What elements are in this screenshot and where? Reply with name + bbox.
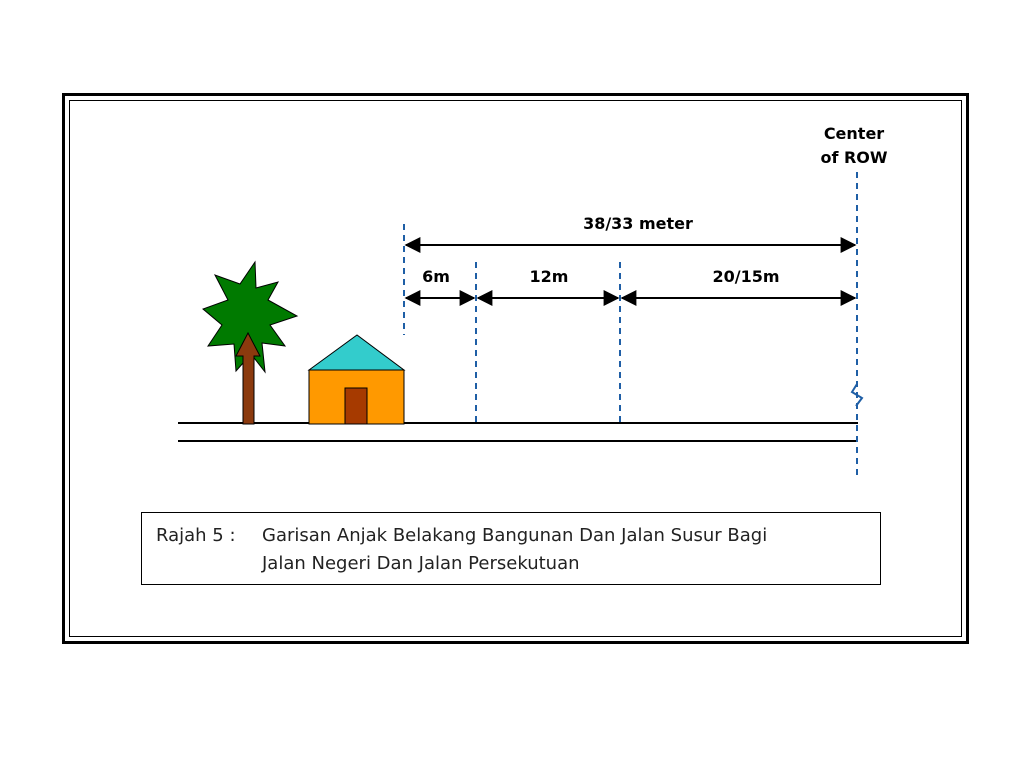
figure-inner-border: [69, 100, 962, 637]
tree-trunk: [235, 331, 261, 425]
caption-prefix: Rajah 5 :: [156, 525, 236, 546]
total-dimension-label: 38/33 meter: [583, 214, 693, 233]
tree-icon: [202, 260, 299, 425]
center-row-label-line2: of ROW: [820, 148, 887, 167]
house-door: [344, 387, 368, 425]
segment-20-15m-label: 20/15m: [712, 267, 779, 286]
figure-caption: Rajah 5 : Garisan Anjak Belakang Banguna…: [141, 512, 881, 585]
break-symbol-icon: [850, 383, 864, 407]
caption-line2: Jalan Negeri Dan Jalan Persekutuan: [262, 553, 580, 574]
segment-12m-label: 12m: [530, 267, 569, 286]
house-roof: [307, 334, 406, 371]
house-icon: [307, 334, 406, 425]
segment-6m-label: 6m: [422, 267, 450, 286]
caption-line1: Garisan Anjak Belakang Bangunan Dan Jala…: [262, 525, 768, 546]
center-row-label-line1: Center: [824, 124, 884, 143]
